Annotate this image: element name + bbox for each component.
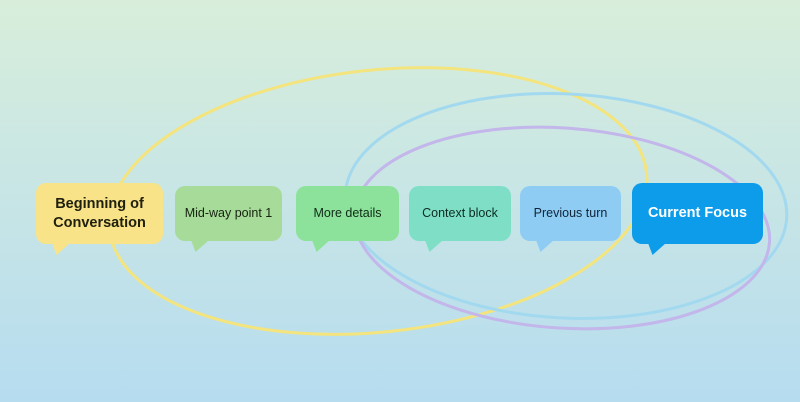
bubble-label: More details <box>313 205 382 220</box>
bubble-previous-turn: Previous turn <box>520 186 621 252</box>
bubble-beginning-of-conversation: Beginning of Conversation <box>36 183 163 255</box>
bubble-current-focus: Current Focus <box>632 183 763 255</box>
bubble-label: Mid-way point 1 <box>184 205 273 220</box>
bubble-context-block: Context block <box>409 186 511 252</box>
bubble-label: Context block <box>422 205 498 220</box>
bubble-label: Current Focus <box>647 205 748 222</box>
bubble-more-details: More details <box>296 186 399 252</box>
bubble-mid-way-point-1: Mid-way point 1 <box>175 186 282 252</box>
bubble-label: Previous turn <box>533 205 608 220</box>
bubble-label: Beginning of Conversation <box>53 196 146 231</box>
